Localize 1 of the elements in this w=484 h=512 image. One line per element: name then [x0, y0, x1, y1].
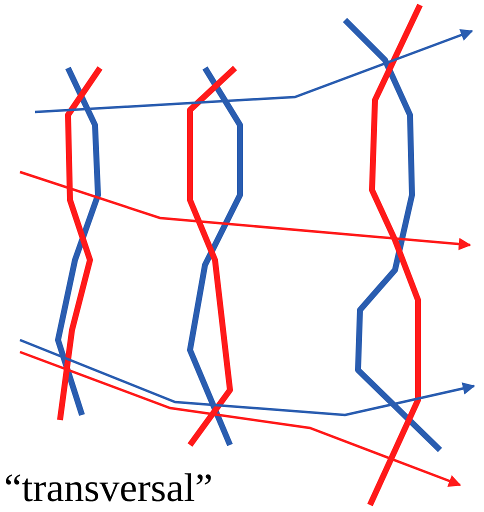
caption-text: “transversal” [4, 466, 213, 510]
